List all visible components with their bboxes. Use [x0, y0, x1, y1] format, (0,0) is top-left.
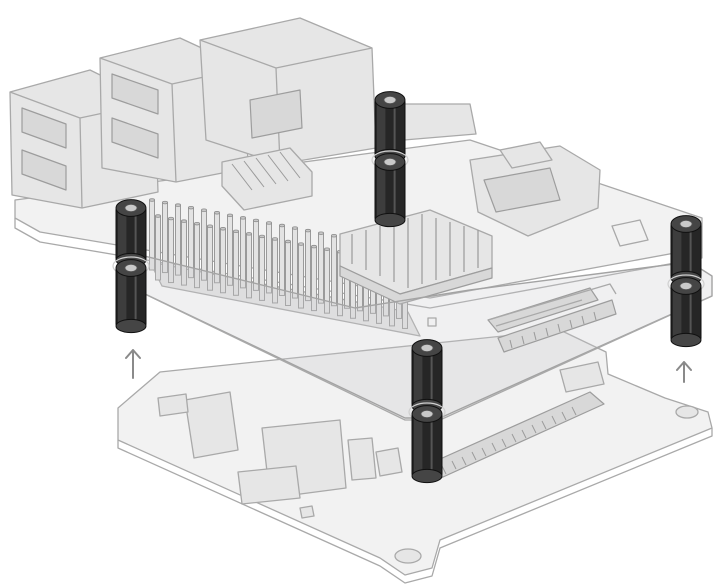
gpio-pin [180, 219, 187, 286]
gpio-pin [200, 208, 207, 281]
gpio-pin [148, 198, 155, 271]
usb-heatsink [221, 147, 313, 211]
standoff-front-left [112, 199, 150, 334]
raspberry-pi-board [9, 17, 703, 309]
gpio-pin [297, 242, 304, 309]
bottom-mount-hole-right [675, 405, 699, 419]
assembly-arrow-left [125, 349, 141, 379]
gpio-pin [330, 233, 337, 307]
gpio-pin [174, 203, 181, 276]
gpio-pin [278, 223, 285, 296]
gpio-pin [258, 234, 265, 301]
gpio-pin [232, 229, 239, 296]
gpio-pin [219, 227, 226, 294]
gpio-pin [310, 244, 317, 312]
bottom-mount-hole-front [394, 548, 422, 564]
gpio-pin [284, 239, 291, 306]
gpio-pin [161, 200, 168, 274]
assembly-arrow-right [676, 361, 692, 383]
gpio-pin [167, 216, 174, 284]
gpio-pin [226, 213, 233, 286]
gpio-pin [304, 228, 311, 302]
gpio-pin [291, 226, 298, 299]
standoff-front-center [408, 339, 446, 484]
standoff-right [667, 215, 705, 348]
gpio-pin [206, 224, 213, 291]
gpio-pin [323, 247, 330, 314]
gpio-pin [317, 231, 324, 304]
gpio-pin [187, 205, 194, 279]
plate-slot [487, 287, 599, 333]
bottom-connector [184, 391, 239, 459]
gpio-pin [154, 214, 161, 281]
standoffs [112, 91, 705, 484]
gpio-pin [245, 232, 252, 299]
ethernet-port [199, 17, 377, 165]
gpio-pin [239, 216, 246, 289]
cpu-heatsink [339, 209, 493, 305]
gpio-pin [252, 218, 259, 291]
gpio-pin [213, 211, 220, 284]
gpio-pin [193, 221, 200, 289]
gpio-pin [271, 237, 278, 304]
standoff-rear-center [371, 91, 409, 228]
clear-acrylic-plate [119, 249, 713, 421]
gpio-pin [265, 221, 272, 294]
